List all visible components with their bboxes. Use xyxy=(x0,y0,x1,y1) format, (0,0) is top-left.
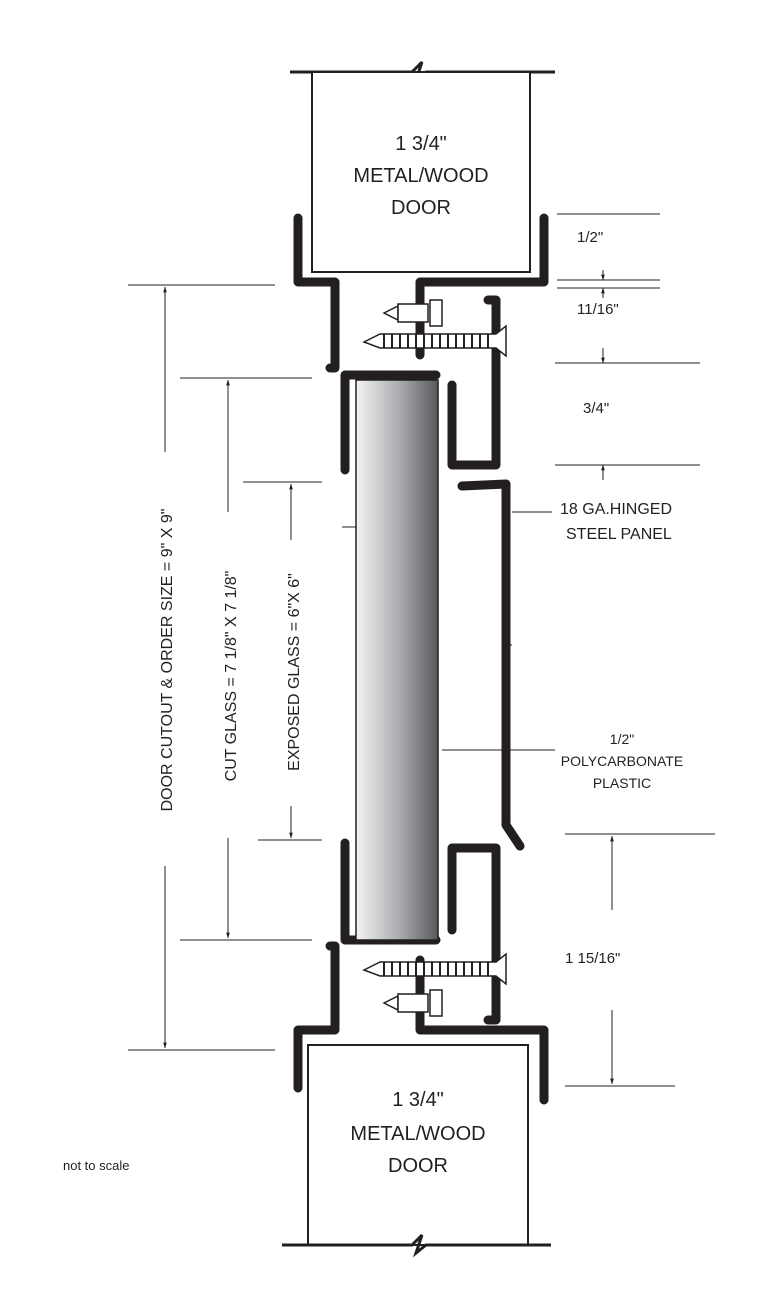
top-door: 1 3/4" METAL/WOOD DOOR xyxy=(290,60,555,273)
top-door-thickness: 1 3/4" xyxy=(395,133,447,155)
dimension-three-quarters: 3/4" xyxy=(583,400,609,417)
bottom-small-bolt xyxy=(382,989,443,1017)
top-long-screw xyxy=(362,324,507,358)
top-door-material: METAL/WOOD xyxy=(353,165,488,187)
bottom-long-screw xyxy=(362,952,507,986)
panel-callout-line2: STEEL PANEL xyxy=(566,526,672,543)
bottom-door-material: METAL/WOOD xyxy=(350,1123,485,1145)
exposed-glass-label: EXPOSED GLASS = 6"X 6" xyxy=(286,573,303,771)
plastic-callout-line2: POLYCARBONATE xyxy=(561,753,683,769)
polycarbonate-glass xyxy=(355,379,439,941)
top-small-bolt xyxy=(382,299,443,327)
scale-note: not to scale xyxy=(63,1158,130,1173)
dimension-eleven-sixteenths: 11/16" xyxy=(577,301,619,318)
left-dimensions xyxy=(128,284,322,1051)
top-door-label: DOOR xyxy=(391,197,451,219)
bottom-door: 1 3/4" METAL/WOOD DOOR xyxy=(282,1044,551,1258)
plastic-callout-line1: 1/2" xyxy=(610,731,634,747)
cut-glass-label: CUT GLASS = 7 1/8" X 7 1/8" xyxy=(223,571,240,782)
panel-callout-line1: 18 GA.HINGED xyxy=(560,501,672,518)
right-dimensions xyxy=(555,213,715,1087)
dimension-one-fifteen-sixteenths: 1 15/16" xyxy=(565,950,620,967)
screws-and-bolts xyxy=(362,299,507,1017)
dimension-half-inch: 1/2" xyxy=(577,229,603,246)
bottom-door-label: DOOR xyxy=(388,1155,448,1177)
door-cutout-label: DOOR CUTOUT & ORDER SIZE = 9" X 9" xyxy=(159,509,176,812)
plastic-callout-line3: PLASTIC xyxy=(593,775,651,791)
callout-leaders xyxy=(342,511,555,751)
bottom-door-thickness: 1 3/4" xyxy=(392,1089,444,1111)
